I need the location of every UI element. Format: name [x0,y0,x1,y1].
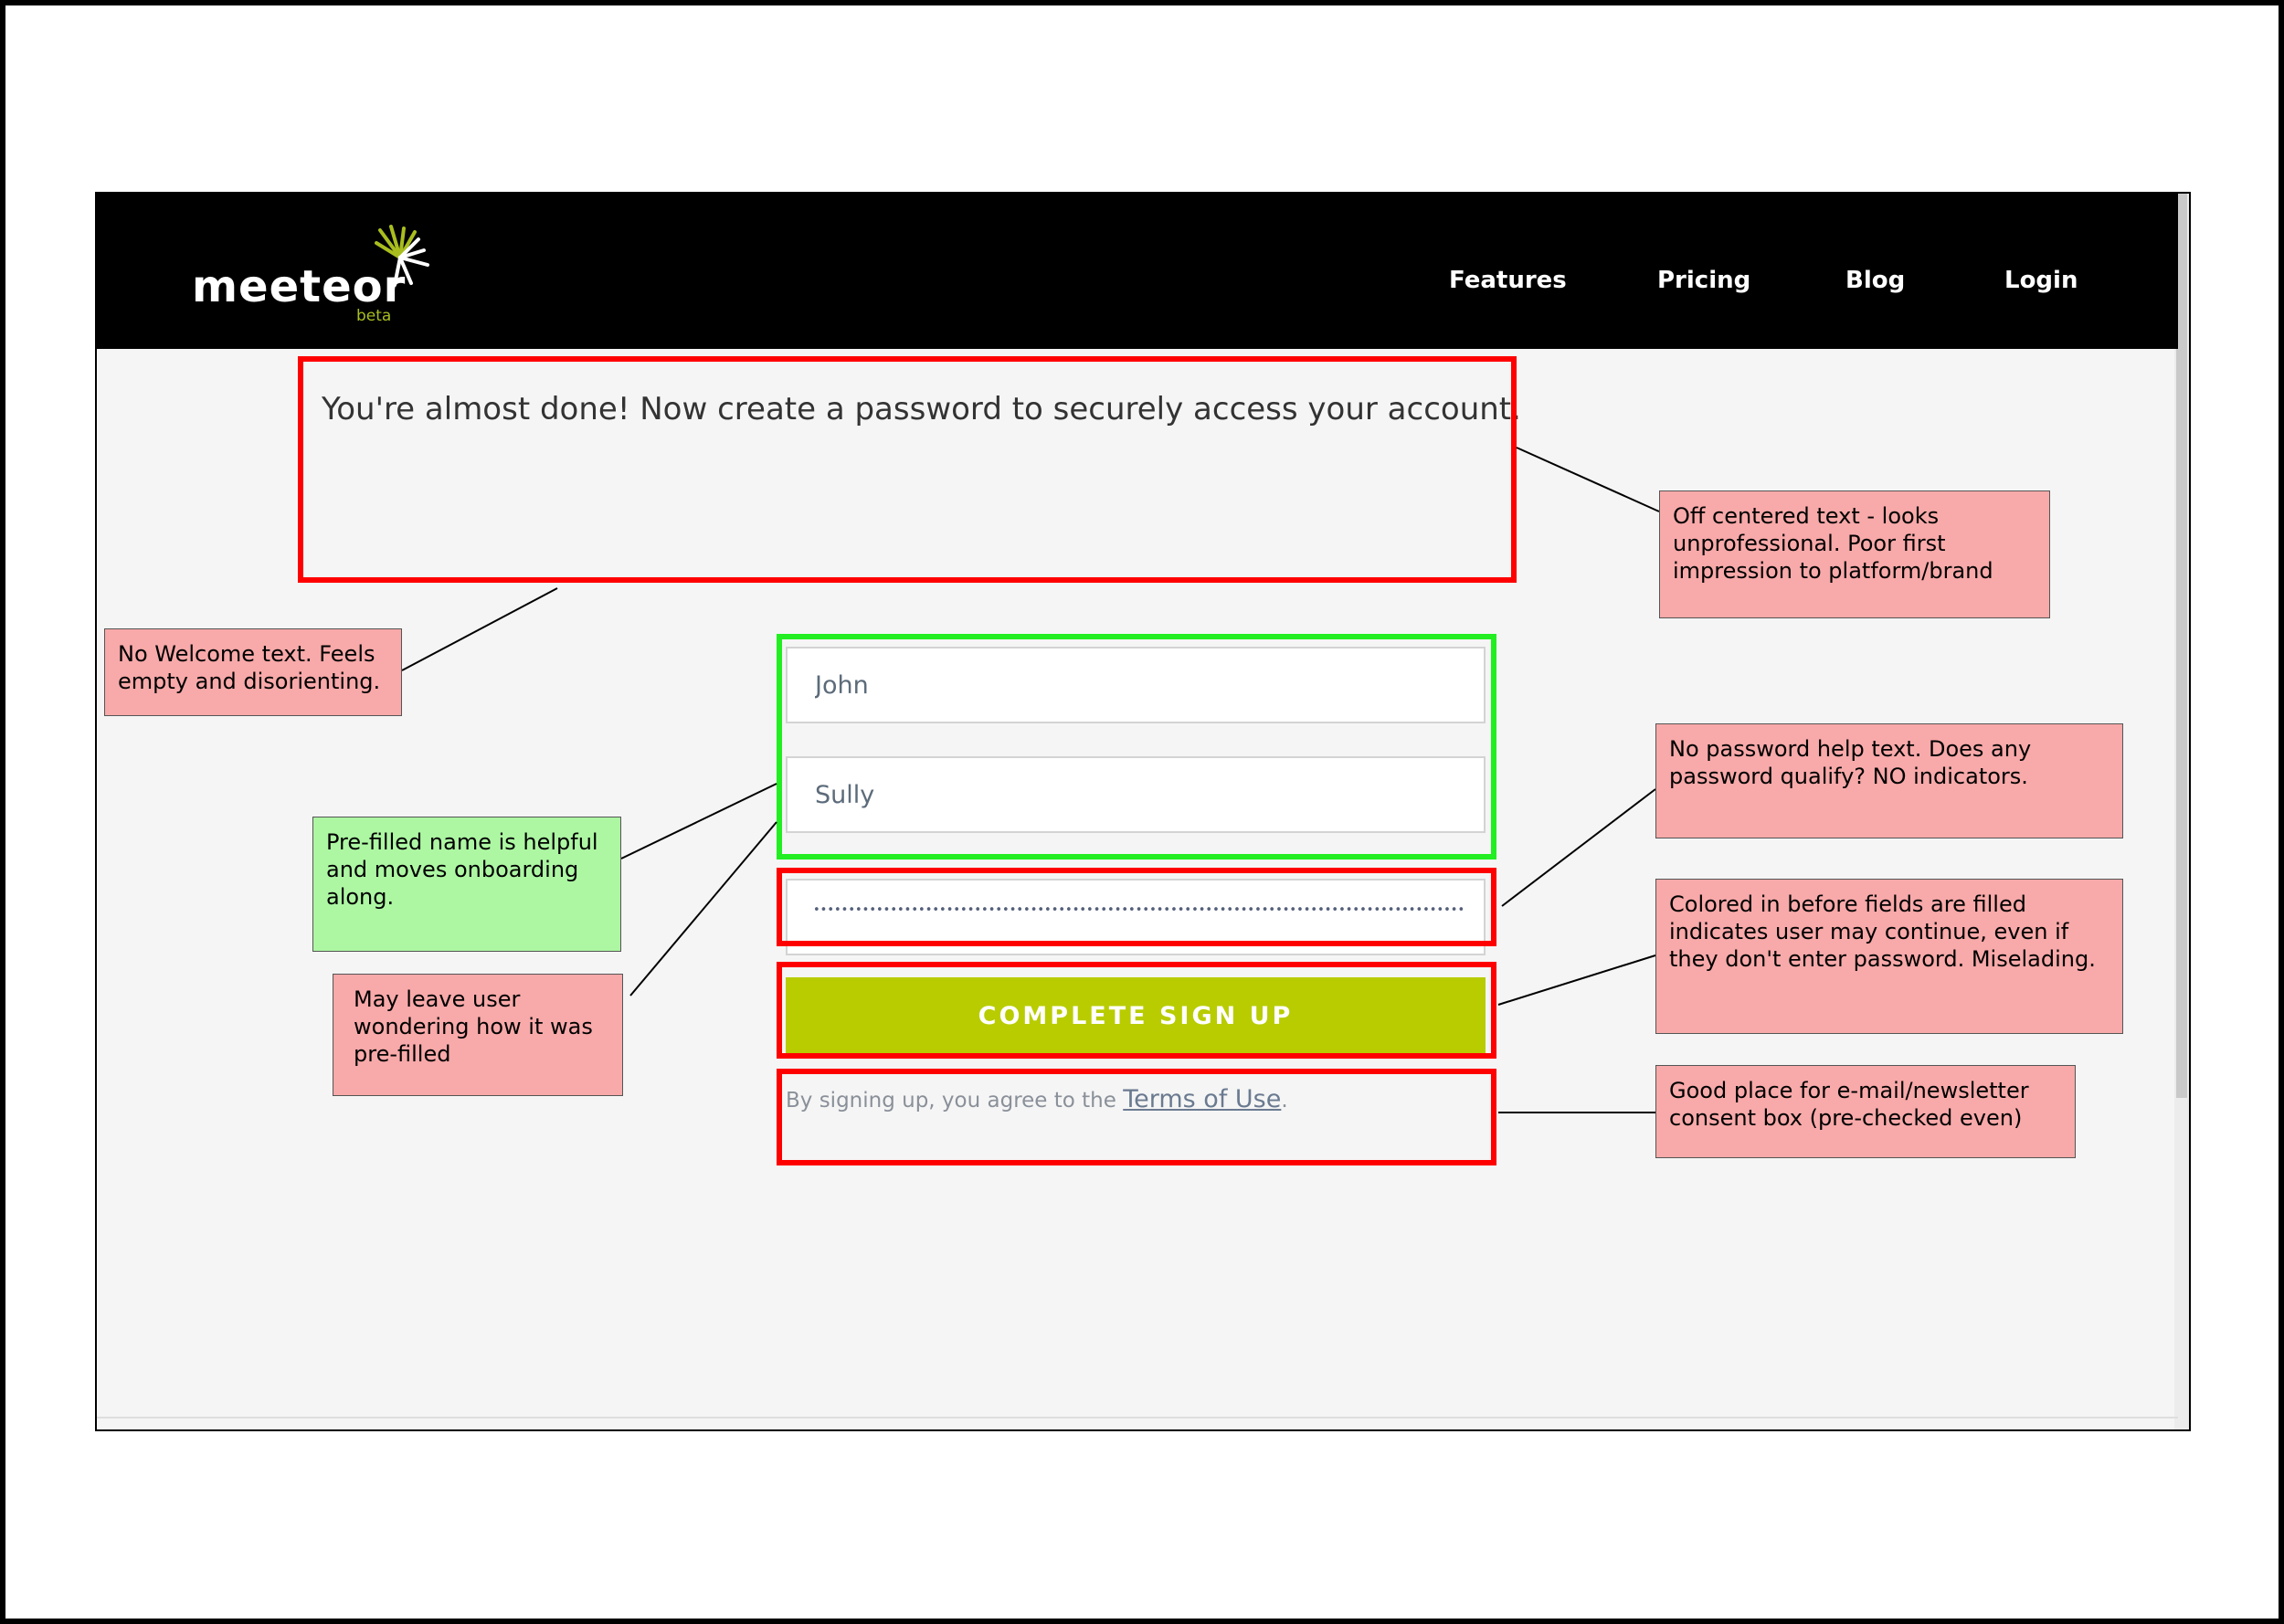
meeteor-logo[interactable]: meeteor beta [192,225,439,325]
logo-wordmark: meeteor [192,261,407,312]
note-prefilled-wondering: May leave user wondering how it was pre-… [333,974,623,1096]
button-highlight-box [777,962,1496,1059]
nav-blog-link[interactable]: Blog [1845,267,1906,294]
vertical-scrollbar[interactable] [2174,194,2189,1429]
note-off-centered-text: Off centered text - looks unprofessional… [1659,490,2050,618]
nav-login-link[interactable]: Login [2004,267,2078,294]
page-divider [97,1417,2178,1418]
burst-icon [375,225,429,287]
signup-heading: You're almost done! Now create a passwor… [322,391,1521,427]
terms-prefix: By signing up, you agree to the [786,1089,1116,1113]
terms-of-use-link[interactable]: Terms of Use [1123,1085,1282,1113]
note-consent-box: Good place for e-mail/newsletter consent… [1655,1065,2076,1158]
last-name-input[interactable] [786,756,1486,833]
logo-beta-badge: beta [356,307,392,325]
terms-notice: By signing up, you agree to the Terms of… [786,1085,1288,1113]
note-prefilled-helpful: Pre-filled name is helpful and moves onb… [312,817,621,952]
complete-signup-button[interactable]: COMPLETE SIGN UP [786,977,1486,1054]
first-name-input[interactable] [786,647,1486,723]
password-highlight-box [777,868,1496,946]
terms-suffix: . [1281,1089,1288,1113]
note-no-welcome-text: No Welcome text. Feels empty and disorie… [104,628,402,716]
password-masked-value: ••••••••••••••••••••••••••••••••••••••••… [813,906,1464,915]
note-no-password-help: No password help text. Does any password… [1655,723,2123,838]
name-fields-highlight-box [777,634,1496,859]
note-colored-button: Colored in before fields are filled indi… [1655,879,2123,1034]
scrollbar-thumb[interactable] [2176,194,2187,1098]
top-navbar: meeteor beta Features [97,194,2178,349]
nav-pricing-link[interactable]: Pricing [1657,267,1751,294]
nav-features-link[interactable]: Features [1449,267,1567,294]
heading-highlight-box [298,356,1517,583]
terms-highlight-box [777,1069,1496,1165]
